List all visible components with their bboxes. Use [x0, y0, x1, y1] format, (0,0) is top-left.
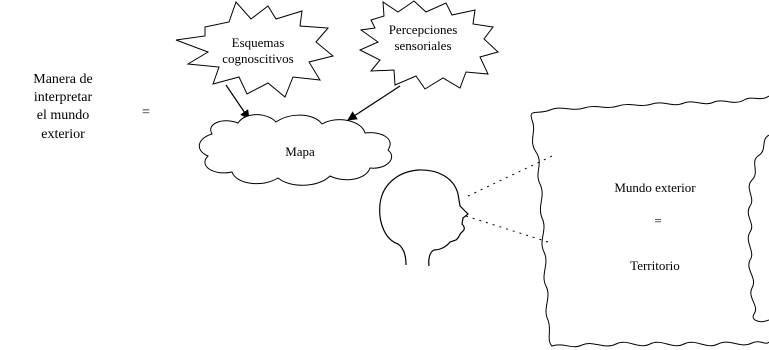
world-title: Mundo exterior: [614, 180, 696, 195]
world-equals-sign: =: [654, 213, 662, 228]
sight-line-bottom: [465, 215, 549, 243]
map-cloud-shape: [198, 114, 393, 186]
sight-line-top: [467, 155, 553, 197]
territory-label: Territorio: [630, 258, 680, 273]
equals-sign: =: [142, 105, 150, 120]
schemes-burst-shape: [175, 1, 335, 98]
world-region-right-edge: [747, 134, 769, 323]
schemes-label: Esquemas cognoscitivos: [222, 35, 294, 67]
head-profile-shape: [379, 169, 469, 267]
perceptions-label: Percepciones sensoriales: [388, 22, 458, 54]
map-label: Mapa: [285, 144, 315, 159]
schemes-arrow: [225, 84, 250, 120]
perceptions-burst-shape: [358, 0, 499, 90]
world-region-shape: [530, 95, 769, 348]
perceptions-arrow: [347, 85, 401, 121]
interpretation-label: Manera de interpretar el mundo exterior: [33, 72, 93, 142]
